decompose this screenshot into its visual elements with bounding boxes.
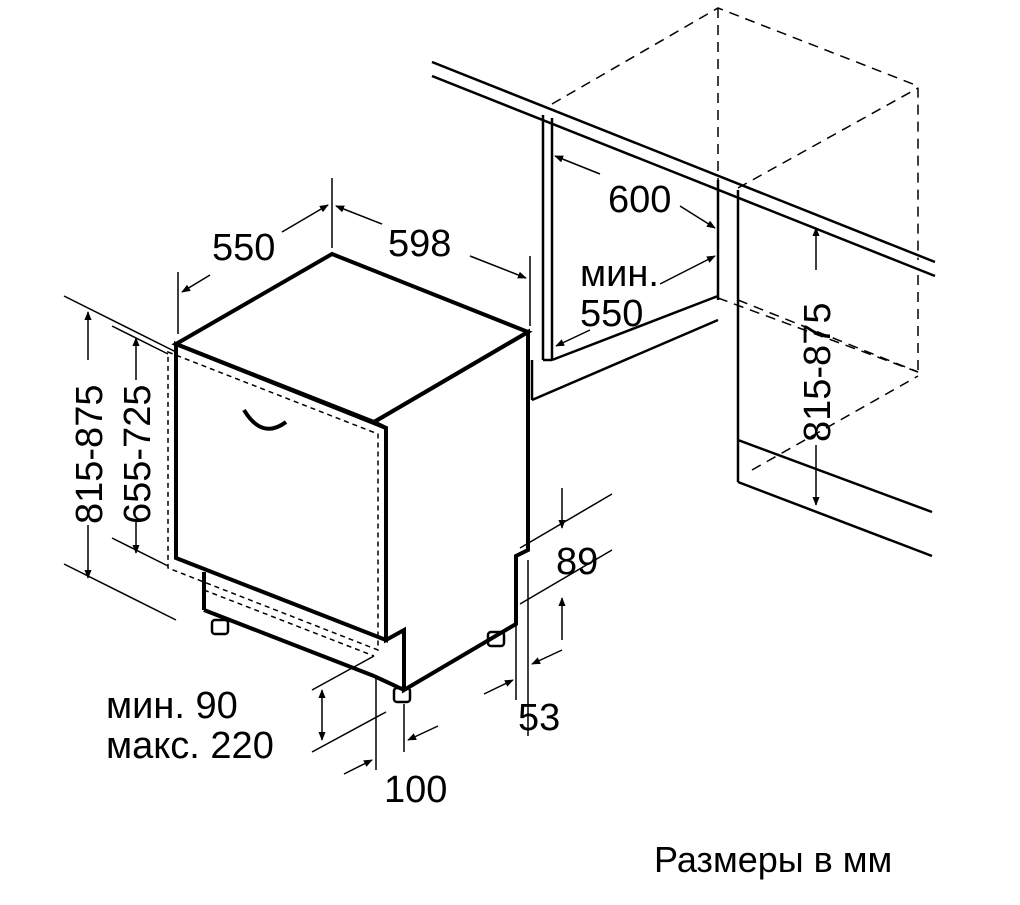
niche-cabinet — [431, 7, 936, 558]
dim-recess-100: 100 — [384, 769, 447, 811]
door-handle — [242, 408, 288, 431]
dim-toe-89: 89 — [556, 541, 598, 583]
units-caption: Размеры в мм — [654, 839, 892, 880]
dim-niche-width-600: 600 — [608, 179, 671, 221]
dim-width-598: 598 — [388, 223, 451, 265]
dim-toe-53: 53 — [518, 697, 560, 739]
dim-height-door: 655-725 — [117, 385, 159, 524]
dishwasher-body — [167, 251, 533, 704]
dim-plinth-min: мин. 90 — [106, 685, 238, 727]
foot-right — [486, 630, 506, 648]
dim-niche-depth-min-label: мин. — [580, 253, 659, 295]
dim-plinth-max: макс. 220 — [106, 725, 274, 767]
dim-niche-depth-min-value: 550 — [580, 293, 643, 335]
dim-height-right: 815-875 — [797, 303, 839, 442]
foot-left — [210, 618, 230, 636]
dimension-lines — [63, 155, 820, 775]
foot-front — [392, 686, 412, 704]
dim-height-left: 815-875 — [69, 385, 111, 524]
dim-depth-550: 550 — [212, 227, 275, 269]
